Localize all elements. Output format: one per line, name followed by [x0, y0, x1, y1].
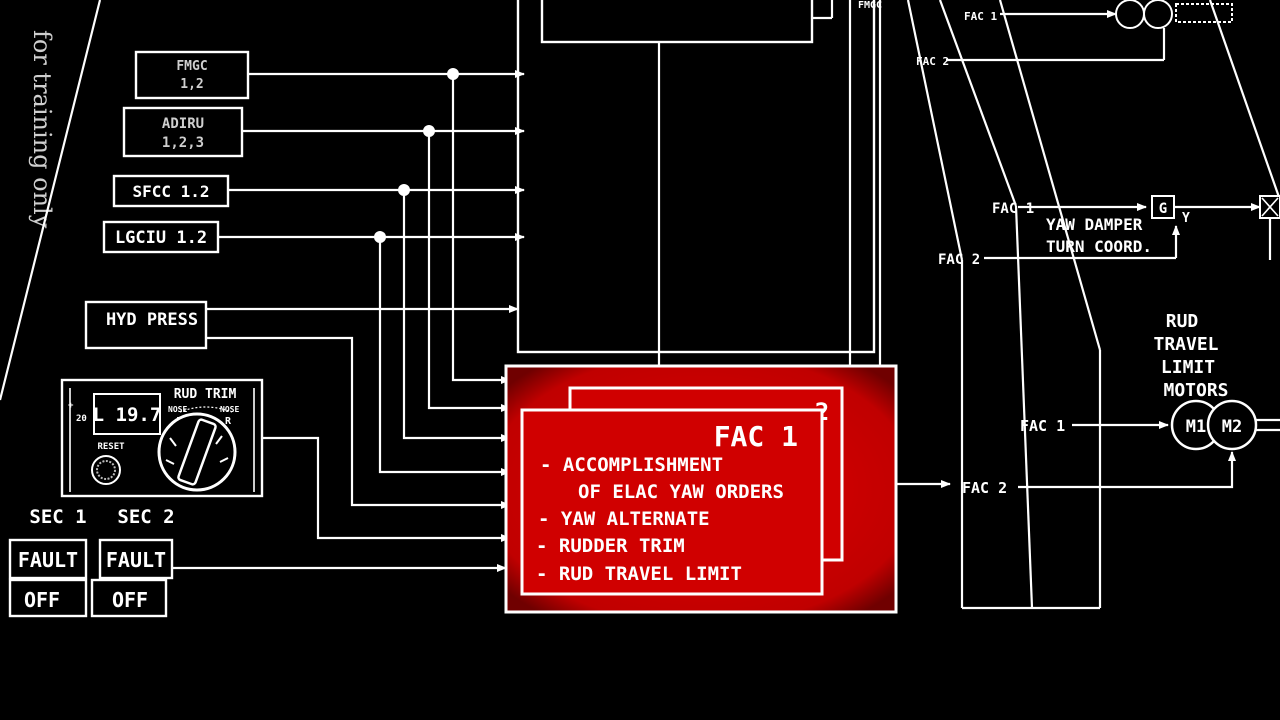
rtl-title-4: MOTORS	[1163, 380, 1228, 401]
adiru-box	[122, 106, 244, 158]
yaw-damper-label: YAW DAMPER	[1046, 215, 1143, 234]
sfcc-box	[112, 174, 230, 208]
y-label: Y	[1182, 211, 1190, 226]
sfcc-label: SFCC 1.2	[132, 182, 209, 201]
sec1-off-text: OFF	[24, 588, 60, 612]
sec2-off-text: OFF	[112, 588, 148, 612]
fac1-title: FAC 1	[714, 420, 798, 453]
fac-function-1: - ACCOMPLISHMENT	[540, 454, 723, 476]
rud-trim-title: RUD TRIM	[174, 387, 237, 402]
sec1-fault-text: FAULT	[18, 548, 78, 572]
top-actuator	[1175, 3, 1233, 23]
yaw-actuator-x	[1261, 197, 1279, 217]
fac-function-3: - RUDDER TRIM	[536, 535, 685, 557]
hyd-to-fac	[206, 336, 511, 509]
fac1-card	[520, 408, 824, 596]
fmgc-sub: 1,2	[180, 77, 203, 92]
rtl-title-1: RUD	[1166, 311, 1199, 332]
top-motor-1	[1115, 0, 1145, 29]
bus-line-2	[906, 0, 964, 261]
fac-function-2: - YAW ALTERNATE	[538, 508, 710, 530]
trim-nose-right: NOSE	[220, 405, 239, 414]
fac-block: 2 FAC 1 - ACCOMPLISHMENT OF ELAC YAW ORD…	[504, 364, 898, 614]
fac1-label-b: FAC 1	[1020, 417, 1065, 435]
motor-m2: M2	[1206, 399, 1258, 451]
m1-label: M1	[1186, 417, 1206, 437]
sec1-fault-off-button[interactable]: FAULT OFF	[8, 538, 88, 618]
rud-trim-knob[interactable]	[157, 412, 237, 492]
fac-function-1b: OF ELAC YAW ORDERS	[578, 481, 784, 503]
top-fac-fragment: FAC 1	[964, 10, 997, 23]
bus-line-5	[1014, 205, 1034, 609]
reset-button[interactable]	[91, 455, 121, 485]
left-border-line	[0, 0, 102, 401]
rtl-title-2: TRAVEL	[1153, 334, 1218, 355]
lgciu-to-fac	[378, 237, 511, 476]
fac2-label-a: FAC 2	[938, 252, 980, 268]
trim-to-fac	[256, 436, 511, 542]
bus-line-8	[1208, 0, 1280, 201]
trim-display-value: L 19.7	[93, 404, 162, 426]
fac1-label-a: FAC 1	[992, 201, 1034, 217]
top-motor-2	[1143, 0, 1173, 29]
bus-line-4	[938, 0, 1018, 207]
trim-twenty-mark: 20	[76, 414, 87, 424]
hyd-press-box	[84, 300, 208, 350]
sec2-fault-off-button[interactable]: FAULT OFF	[90, 538, 174, 618]
adiru-label: ADIRU	[162, 116, 204, 132]
bus-line-6	[998, 0, 1102, 351]
rtl-title-3: LIMIT	[1161, 357, 1215, 378]
sec2-label: SEC 2	[117, 506, 174, 528]
reset-label: RESET	[97, 442, 125, 452]
upper-inner-box	[540, 0, 814, 44]
sec2-fault-text: FAULT	[106, 548, 166, 572]
sec1-label: SEC 1	[29, 506, 86, 528]
turn-coord-label: TURN COORD.	[1046, 237, 1152, 256]
g-label: G	[1159, 201, 1167, 217]
watermark-text: for training only	[28, 30, 56, 229]
trim-r-mark: R	[225, 416, 232, 427]
rtl-fac2-line	[1018, 451, 1236, 489]
upper-computer-box	[516, 0, 876, 354]
adiru-to-fac	[427, 131, 511, 412]
sfcc-to-fac	[402, 190, 511, 442]
m2-label: M2	[1222, 417, 1242, 437]
top-fac2-fragment: FAC 2	[916, 55, 949, 68]
trim-nose-left: NOSE	[168, 405, 187, 414]
fac2-label-b: FAC 2	[962, 479, 1007, 497]
lgciu-label: LGCIU 1.2	[115, 228, 207, 248]
fac-function-4: - RUD TRAVEL LIMIT	[536, 563, 742, 585]
trim-plus-mark: +	[68, 401, 74, 411]
fmgc-to-fac	[451, 74, 511, 384]
top-fmgc-fragment: FMGC	[858, 0, 882, 11]
trim-display	[93, 393, 161, 435]
fmgc-label: FMGC	[176, 59, 207, 74]
hyd-press-label: HYD PRESS	[106, 310, 198, 330]
fmgc-box	[134, 50, 250, 100]
adiru-sub: 1,2,3	[162, 135, 204, 151]
